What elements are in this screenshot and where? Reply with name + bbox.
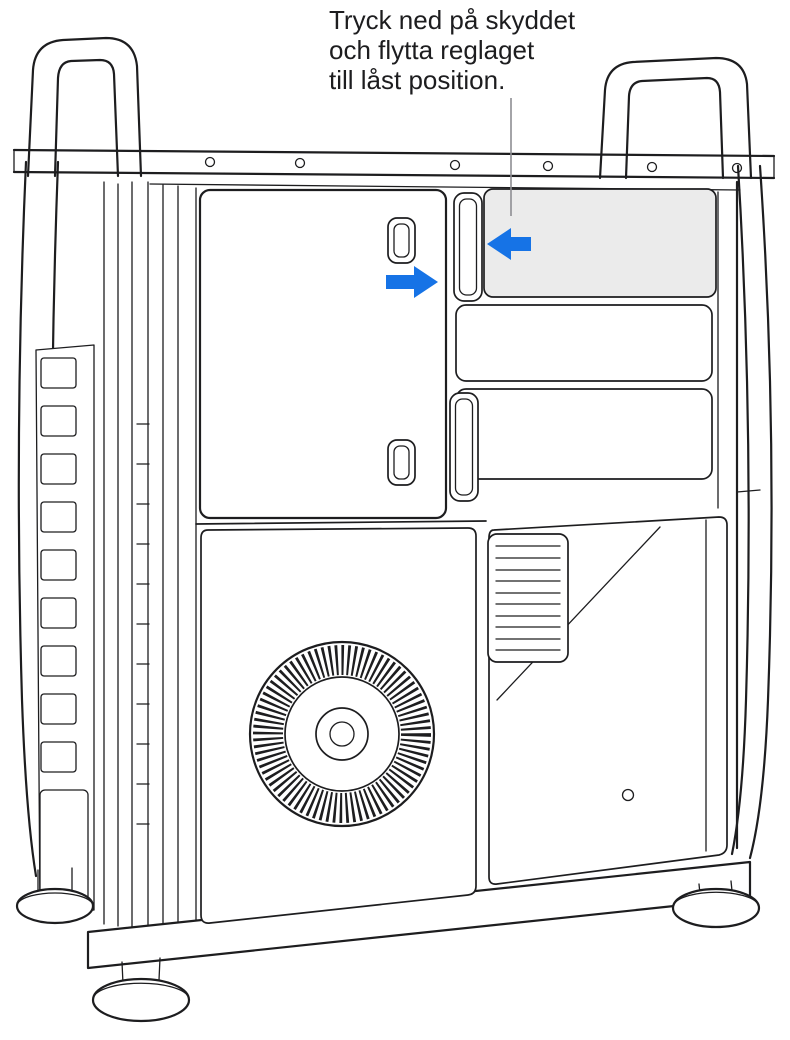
fan-panel: [200, 527, 477, 924]
slot-tick-marks: [136, 423, 150, 825]
ssd-lock-slider-lower: [449, 392, 479, 502]
caption-line-3: till låst position.: [329, 65, 506, 95]
ssd-lock-slider: [453, 192, 483, 302]
panel-latch-bottom: [387, 439, 416, 486]
side-rails: [103, 180, 739, 931]
caption-line-1: Tryck ned på skyddet: [329, 5, 576, 35]
ssd-covers: [449, 188, 717, 502]
pcie-bracket-stack: [35, 344, 95, 916]
caption-line-2: och flytta reglaget: [329, 35, 535, 65]
frame-right: [730, 164, 773, 860]
mid-divider-line: [195, 520, 487, 525]
blue-arrow-right-icon: [386, 266, 438, 298]
vent-grille: [487, 533, 569, 663]
foot-right: [671, 880, 761, 929]
upper-left-panel: [198, 188, 448, 520]
ssd-cover-highlighted: [483, 188, 717, 298]
blue-arrow-left-icon: [487, 228, 531, 260]
foot-rear-left: [15, 867, 95, 925]
handle-right: [598, 56, 753, 180]
instruction-caption: Tryck ned på skyddet och flytta reglaget…: [329, 5, 575, 95]
fan: [248, 640, 436, 828]
panel-latch-top: [387, 217, 416, 264]
fan-blade-ring: [253, 645, 431, 823]
ssd-cover-lower: [455, 388, 713, 480]
handle-left: [26, 36, 143, 178]
screw-holes: [204, 156, 743, 174]
ssd-cover-middle: [455, 304, 713, 382]
psu-screw: [621, 788, 635, 802]
foot-front-left: [91, 957, 191, 1023]
top-frame-bar: [12, 148, 776, 191]
